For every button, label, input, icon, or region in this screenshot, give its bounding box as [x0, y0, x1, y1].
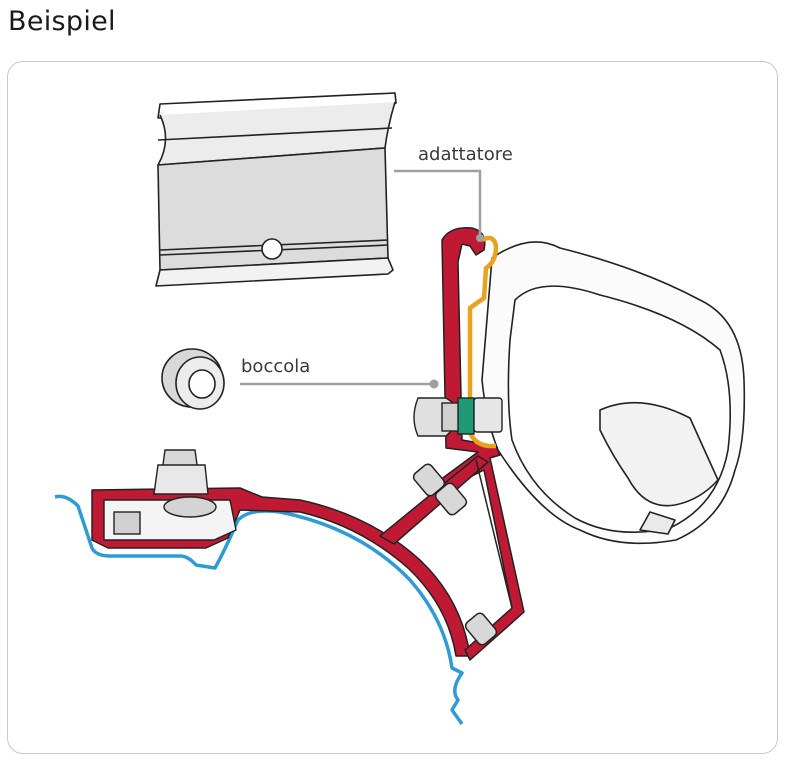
adapter-callout-dot — [476, 234, 484, 242]
adapter-rail-illustration — [155, 92, 397, 287]
page-title: Beispiel — [8, 6, 116, 37]
awning-housing-illustration — [481, 241, 746, 545]
vehicle-roof-line — [54, 494, 464, 726]
adapter-label: adattatore — [418, 144, 513, 165]
bushing-illustration — [161, 348, 225, 410]
roof-mount-bracket — [91, 449, 471, 657]
bushing-label: boccola — [241, 356, 310, 377]
adapter-profile — [467, 235, 499, 449]
bushing-callout-dot — [429, 379, 439, 389]
adapter-callout-line — [394, 169, 482, 236]
bolt-assembly — [413, 397, 503, 437]
